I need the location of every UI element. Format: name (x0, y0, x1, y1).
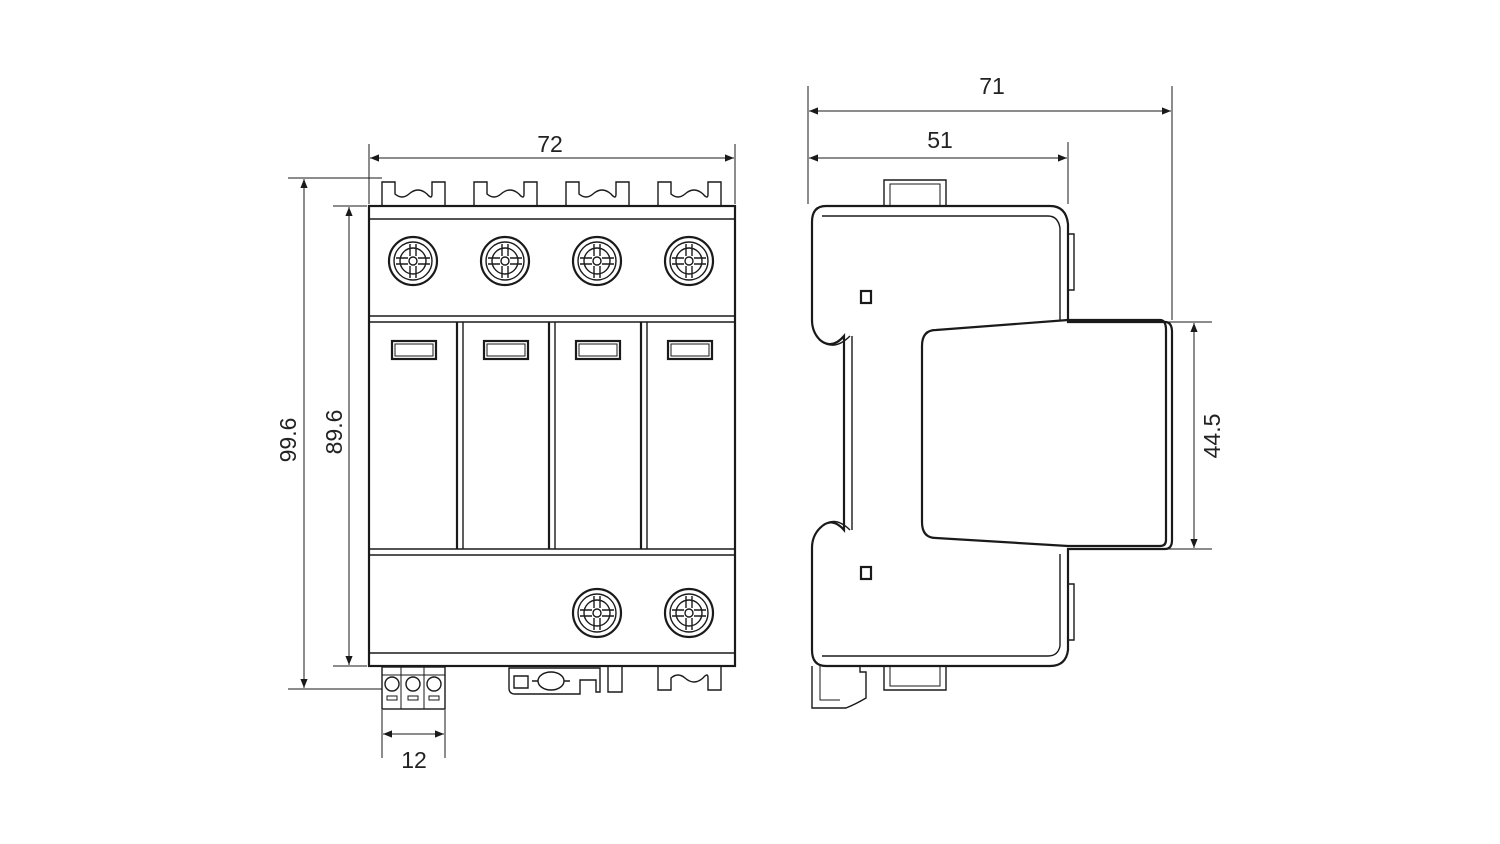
side-top-clamp (883, 179, 947, 206)
side-bottom-clamp (883, 666, 947, 691)
screw-terminal (663, 235, 715, 287)
dim-pitch-12: 12 (381, 710, 446, 773)
dim-label-12: 12 (401, 747, 427, 773)
remote-contact-block (381, 666, 446, 710)
screw-terminals (387, 235, 715, 639)
screw-terminal (571, 587, 623, 639)
dim-label-51: 51 (927, 127, 953, 153)
front-housing (367, 204, 737, 668)
dim-label-44-5: 44.5 (1199, 414, 1225, 459)
dim-label-89-6: 89.6 (321, 410, 347, 455)
side-view (810, 179, 1174, 709)
dim-label-99-6: 99.6 (275, 418, 301, 463)
screw-terminal (571, 235, 623, 287)
module-dividers (455, 322, 648, 549)
status-windows (390, 339, 714, 361)
dim-height-44-5: 44.5 (1168, 321, 1225, 550)
dim-label-72: 72 (537, 131, 563, 157)
dim-depth-51: 51 (809, 127, 1069, 204)
dim-width-72: 72 (368, 131, 736, 204)
din-latch (508, 666, 623, 695)
bottom-clamp (657, 666, 722, 691)
side-din-latch (811, 666, 867, 709)
top-clamps (381, 181, 722, 206)
side-housing (810, 204, 1174, 668)
side-mark-lower (859, 565, 873, 581)
screw-terminal (387, 235, 439, 287)
dim-label-71: 71 (979, 73, 1005, 99)
side-mark-upper (859, 289, 873, 305)
dim-height-99-6: 99.6 (275, 177, 382, 690)
front-view (367, 181, 737, 710)
screw-terminal (663, 587, 715, 639)
screw-terminal (479, 235, 531, 287)
dim-height-89-6: 89.6 (321, 205, 367, 667)
dim-depth-71: 71 (807, 73, 1173, 320)
side-front-cover (920, 318, 1168, 548)
